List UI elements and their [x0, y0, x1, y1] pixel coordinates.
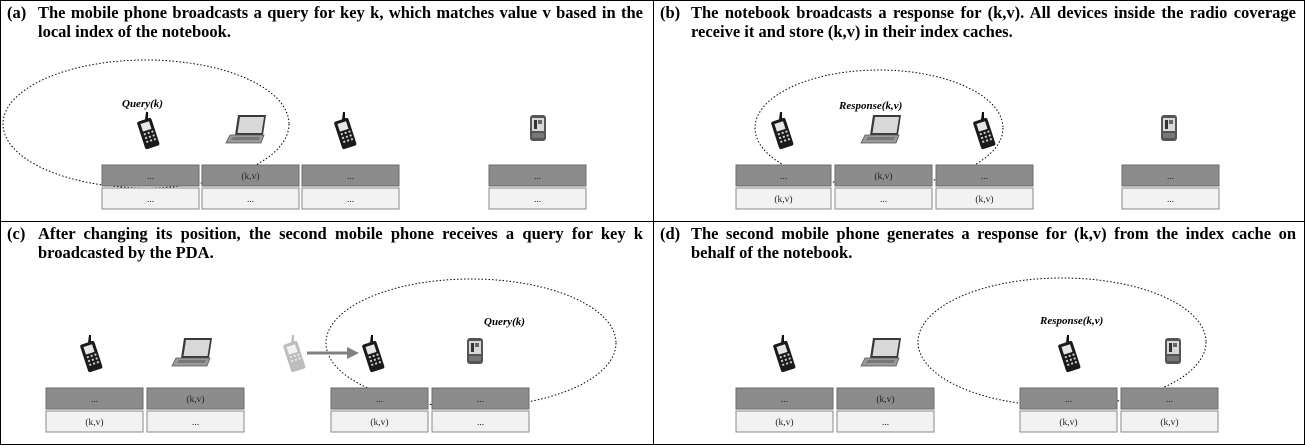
cache-cell: ... [1167, 195, 1174, 205]
index-cache: ... (k,v) [330, 387, 429, 433]
cache-cell: ... [534, 172, 541, 182]
caption-label: (a) [7, 3, 27, 22]
mobile-phone-icon [772, 335, 796, 373]
diagram-b: Response(k,v) ... (k,v) (k,v) ... ... (k… [735, 69, 1220, 210]
notebook-icon [225, 114, 267, 144]
pda-icon [1165, 338, 1181, 364]
index-cache: ... ... [301, 164, 400, 210]
cache-cell: (k,v) [85, 417, 103, 428]
cache-cell: (k,v) [1160, 417, 1178, 428]
mobile-phone-icon [972, 112, 996, 150]
message-label: Response(k,v) [1039, 315, 1103, 327]
message-label: Response(k,v) [838, 100, 902, 112]
index-cache: (k,v) ... [834, 164, 933, 210]
caption-b: (b) The notebook broadcasts a response f… [660, 3, 1296, 41]
cache-cell: ... [534, 195, 541, 205]
panel-a: (a) The mobile phone broadcasts a query … [0, 0, 654, 222]
cache-cell: (k,v) [241, 171, 259, 182]
cache-cell: ... [192, 418, 199, 428]
cache-cell: ... [376, 395, 383, 405]
cache-cell: ... [347, 172, 354, 182]
notebook-icon [860, 337, 902, 367]
index-cache: ... ... [101, 164, 200, 210]
pda-icon [467, 338, 483, 364]
index-cache: (k,v) ... [836, 387, 935, 433]
mobile-phone-icon [770, 112, 794, 150]
mobile-phone-faded-icon [282, 335, 306, 373]
panel-d: (d) The second mobile phone generates a … [653, 221, 1305, 445]
cache-cell: ... [477, 418, 484, 428]
cache-cell: (k,v) [876, 394, 894, 405]
index-cache: ... ... [1121, 164, 1220, 210]
cache-cell: ... [477, 395, 484, 405]
panel-b: (b) The notebook broadcasts a response f… [653, 0, 1305, 222]
caption-text: After changing its position, the second … [38, 224, 643, 262]
caption-text: The notebook broadcasts a response for (… [691, 3, 1296, 41]
movement-arrow [307, 347, 359, 359]
cache-cell: ... [981, 172, 988, 182]
mobile-phone-icon [361, 335, 385, 373]
cache-cell: ... [780, 172, 787, 182]
cache-cell: ... [347, 195, 354, 205]
diagram-a: Query(k) ... ... (k,v) ... ... ... ... .… [2, 59, 587, 210]
cache-cell: ... [91, 395, 98, 405]
index-cache: ... (k,v) [935, 164, 1034, 210]
cache-cell: ... [147, 172, 154, 182]
radio-coverage [917, 277, 1207, 407]
message-label: Query(k) [484, 316, 525, 328]
mobile-phone-icon [136, 112, 160, 150]
caption-text: The second mobile phone generates a resp… [691, 224, 1296, 262]
diagram-d: Response(k,v) ... (k,v) (k,v) ... ... (k… [735, 277, 1219, 433]
index-cache: ... ... [488, 164, 587, 210]
index-cache: ... ... [431, 387, 530, 433]
caption-label: (b) [660, 3, 681, 22]
caption-a: (a) The mobile phone broadcasts a query … [7, 3, 643, 41]
index-cache: (k,v) ... [201, 164, 300, 210]
index-cache: ... (k,v) [1019, 387, 1118, 433]
cache-cell: ... [781, 395, 788, 405]
caption-d: (d) The second mobile phone generates a … [660, 224, 1296, 262]
cache-cell: ... [1167, 172, 1174, 182]
radio-coverage [325, 278, 617, 408]
cache-cell: (k,v) [186, 394, 204, 405]
cache-cell: (k,v) [370, 417, 388, 428]
mobile-phone-icon [333, 112, 357, 150]
index-cache: ... (k,v) [735, 387, 834, 433]
cache-cell: ... [147, 195, 154, 205]
cache-cell: (k,v) [774, 194, 792, 205]
pda-icon [1161, 115, 1177, 141]
index-cache: ... (k,v) [45, 387, 144, 433]
index-cache: ... (k,v) [735, 164, 832, 210]
message-label: Query(k) [122, 98, 163, 110]
cache-cell: ... [1166, 395, 1173, 405]
mobile-phone-icon [1057, 335, 1081, 373]
notebook-icon [860, 114, 902, 144]
index-cache: (k,v) ... [146, 387, 245, 433]
pda-icon [530, 115, 546, 141]
diagram-c: Query(k) ... (k,v) (k,v) ... ... (k,v) [45, 278, 617, 433]
cache-cell: (k,v) [874, 171, 892, 182]
mobile-phone-icon [79, 335, 103, 373]
panel-c: (c) After changing its position, the sec… [0, 221, 654, 445]
cache-cell: ... [882, 418, 889, 428]
index-cache: ... (k,v) [1120, 387, 1219, 433]
cache-cell: (k,v) [775, 417, 793, 428]
notebook-icon [171, 337, 213, 367]
caption-text: The mobile phone broadcasts a query for … [38, 3, 643, 41]
caption-c: (c) After changing its position, the sec… [7, 224, 643, 262]
cache-cell: ... [1065, 395, 1072, 405]
cache-cell: (k,v) [975, 194, 993, 205]
cache-cell: ... [247, 195, 254, 205]
cache-cell: (k,v) [1059, 417, 1077, 428]
cache-cell: ... [880, 195, 887, 205]
caption-label: (d) [660, 224, 681, 243]
caption-label: (c) [7, 224, 26, 243]
